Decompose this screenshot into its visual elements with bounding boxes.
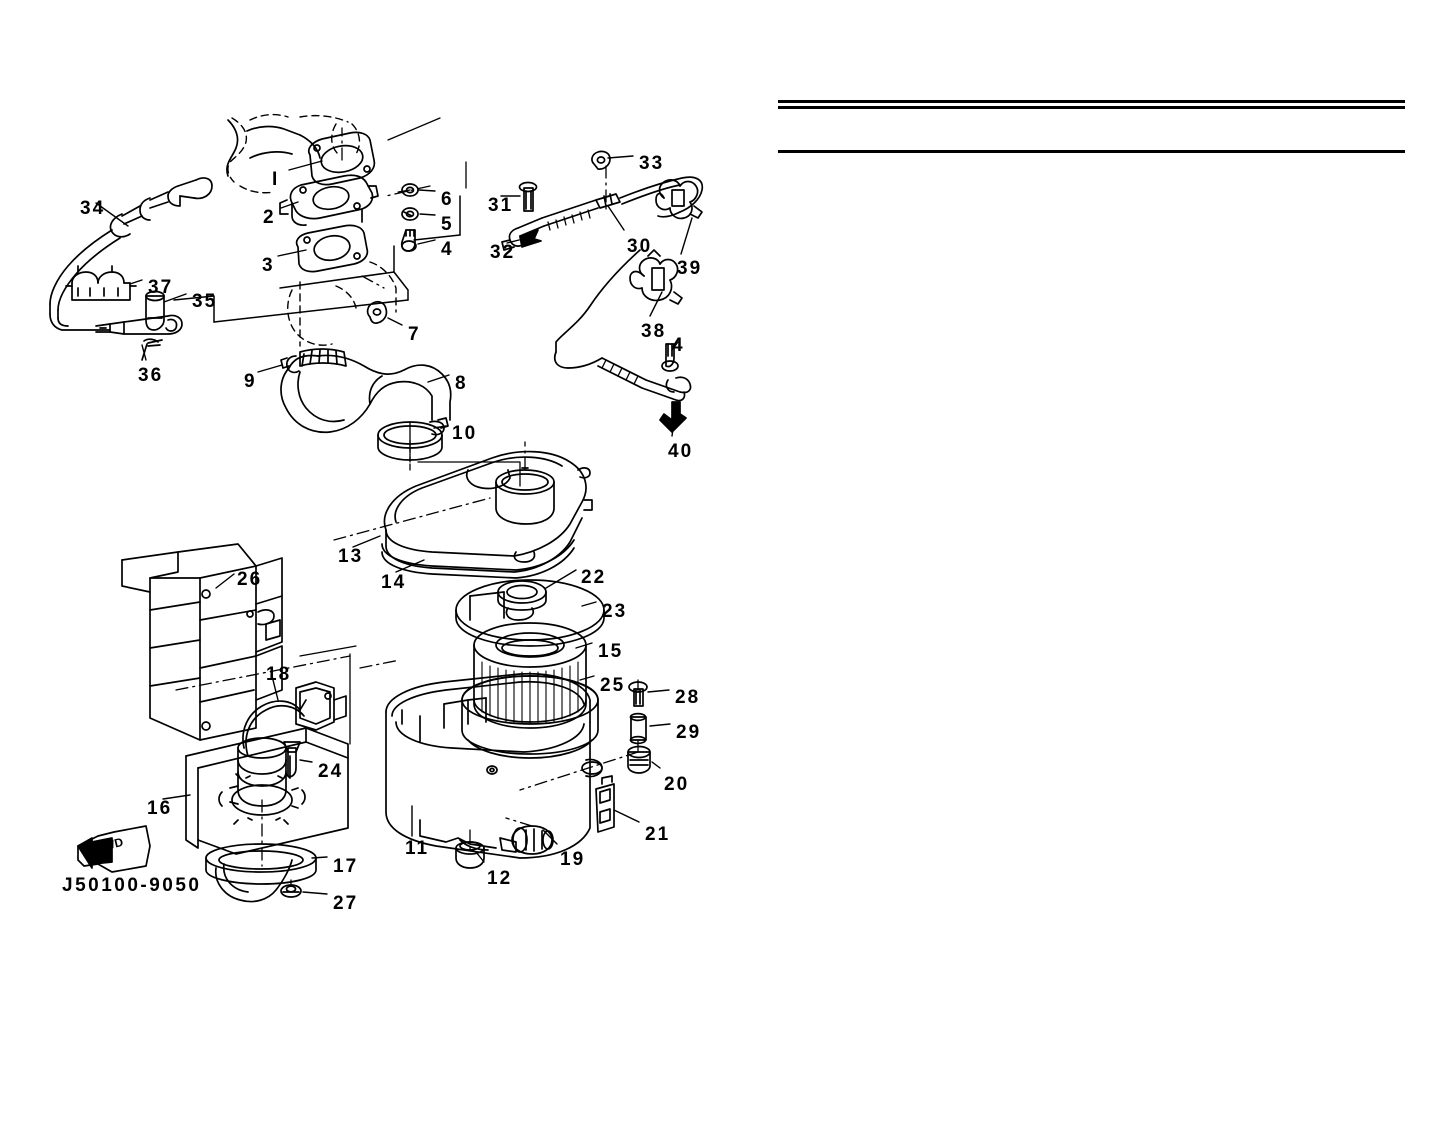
part-32-arrow-marker [519, 229, 542, 248]
callout-27: 27 [333, 893, 359, 914]
header-rule-top-1 [778, 100, 1405, 103]
leader-lines [95, 155, 693, 895]
lower-throttle-cable [553, 249, 692, 402]
drawing-number: J50100-9050 [62, 875, 202, 896]
part-8-intake-duct [280, 354, 452, 434]
callout-20: 20 [664, 774, 690, 795]
part-33-adjuster-nut [591, 150, 611, 170]
callout-12: 12 [487, 868, 513, 889]
center-lines [175, 127, 639, 885]
callout-31: 31 [488, 195, 514, 216]
callout-36: 36 [138, 365, 164, 386]
part-26-electrical-box [121, 543, 283, 741]
part-19-fitting [511, 825, 554, 855]
callout-13: 13 [338, 546, 364, 567]
part-14-case-gasket [381, 539, 575, 579]
callout-22: 22 [581, 567, 607, 588]
part-24-rivet [283, 741, 301, 778]
callout-33: 33 [639, 153, 665, 174]
part-36-terminal [95, 314, 183, 361]
callout-25: 25 [600, 675, 626, 696]
fwd-orientation-marker [77, 825, 151, 873]
part-16-bracket-plate [185, 727, 349, 855]
callout-39: 39 [677, 258, 703, 279]
callout-1: I [272, 169, 280, 190]
header-rule-top-2 [778, 106, 1405, 109]
part-2-carb-joint [279, 174, 379, 226]
callout-23: 23 [602, 601, 628, 622]
callout-21: 21 [645, 824, 671, 845]
callout-18: 18 [266, 664, 292, 685]
callout-32: 32 [490, 242, 516, 263]
part-7-nut [366, 300, 388, 325]
part-10-joint-ring [377, 417, 449, 461]
part-38-cable-clamp-2 [629, 249, 683, 305]
part-39-cable-clamp [655, 179, 703, 220]
part-34-choke-cable [49, 177, 213, 331]
callout-4-second: 4 [672, 335, 685, 356]
part-11-lower-case [385, 672, 603, 859]
part-21-latch [595, 775, 615, 833]
part-15-filter-element [473, 622, 587, 729]
callout-8: 8 [455, 373, 468, 394]
part-22-wing-nut [497, 580, 547, 621]
callout-40: 40 [668, 441, 694, 462]
callout-5: 5 [441, 214, 454, 235]
callout-11: 11 [405, 838, 430, 859]
callout-17: 17 [333, 856, 359, 877]
callout-24: 24 [318, 761, 344, 782]
part-29-collar [629, 712, 647, 745]
callout-26: 26 [237, 569, 263, 590]
part-17-seal-cup [205, 843, 317, 903]
callout-37: 37 [148, 277, 174, 298]
callout-35: 35 [192, 291, 218, 312]
callout-29: 29 [676, 722, 702, 743]
callout-30: 30 [627, 236, 653, 257]
callout-15: 15 [598, 641, 624, 662]
crankcase-body [226, 119, 321, 177]
callout-3: 3 [262, 255, 275, 276]
part-31-screw [518, 181, 538, 212]
callout-14: 14 [381, 572, 407, 593]
callout-28: 28 [675, 687, 701, 708]
callout-7: 7 [408, 324, 421, 345]
support-bracket-upper [173, 195, 461, 323]
callout-16: 16 [147, 798, 173, 819]
callout-9: 9 [244, 371, 257, 392]
header-rule-second [778, 150, 1405, 153]
part-9-clamp [280, 348, 347, 374]
callout-34: 34 [80, 198, 106, 219]
part-27-nut [280, 884, 302, 898]
callout-10: 10 [452, 423, 478, 444]
part-20-nut [627, 745, 651, 774]
part-1-gasket [307, 131, 376, 186]
callout-4: 4 [441, 239, 454, 260]
callout-19: 19 [560, 849, 586, 870]
callout-38: 38 [641, 321, 667, 342]
part-4-bolt [400, 229, 417, 252]
part-30-throttle-cable [501, 176, 704, 251]
callout-6: 6 [441, 189, 454, 210]
part-5-lockwasher [401, 207, 419, 221]
part-18-inlet-elbow [237, 681, 347, 807]
callout-2: 2 [263, 207, 276, 228]
engine-hidden-outline [227, 113, 397, 347]
part-37-cable-guide [65, 265, 137, 301]
part-3-insulator [295, 224, 369, 273]
construction-lines [299, 117, 521, 745]
